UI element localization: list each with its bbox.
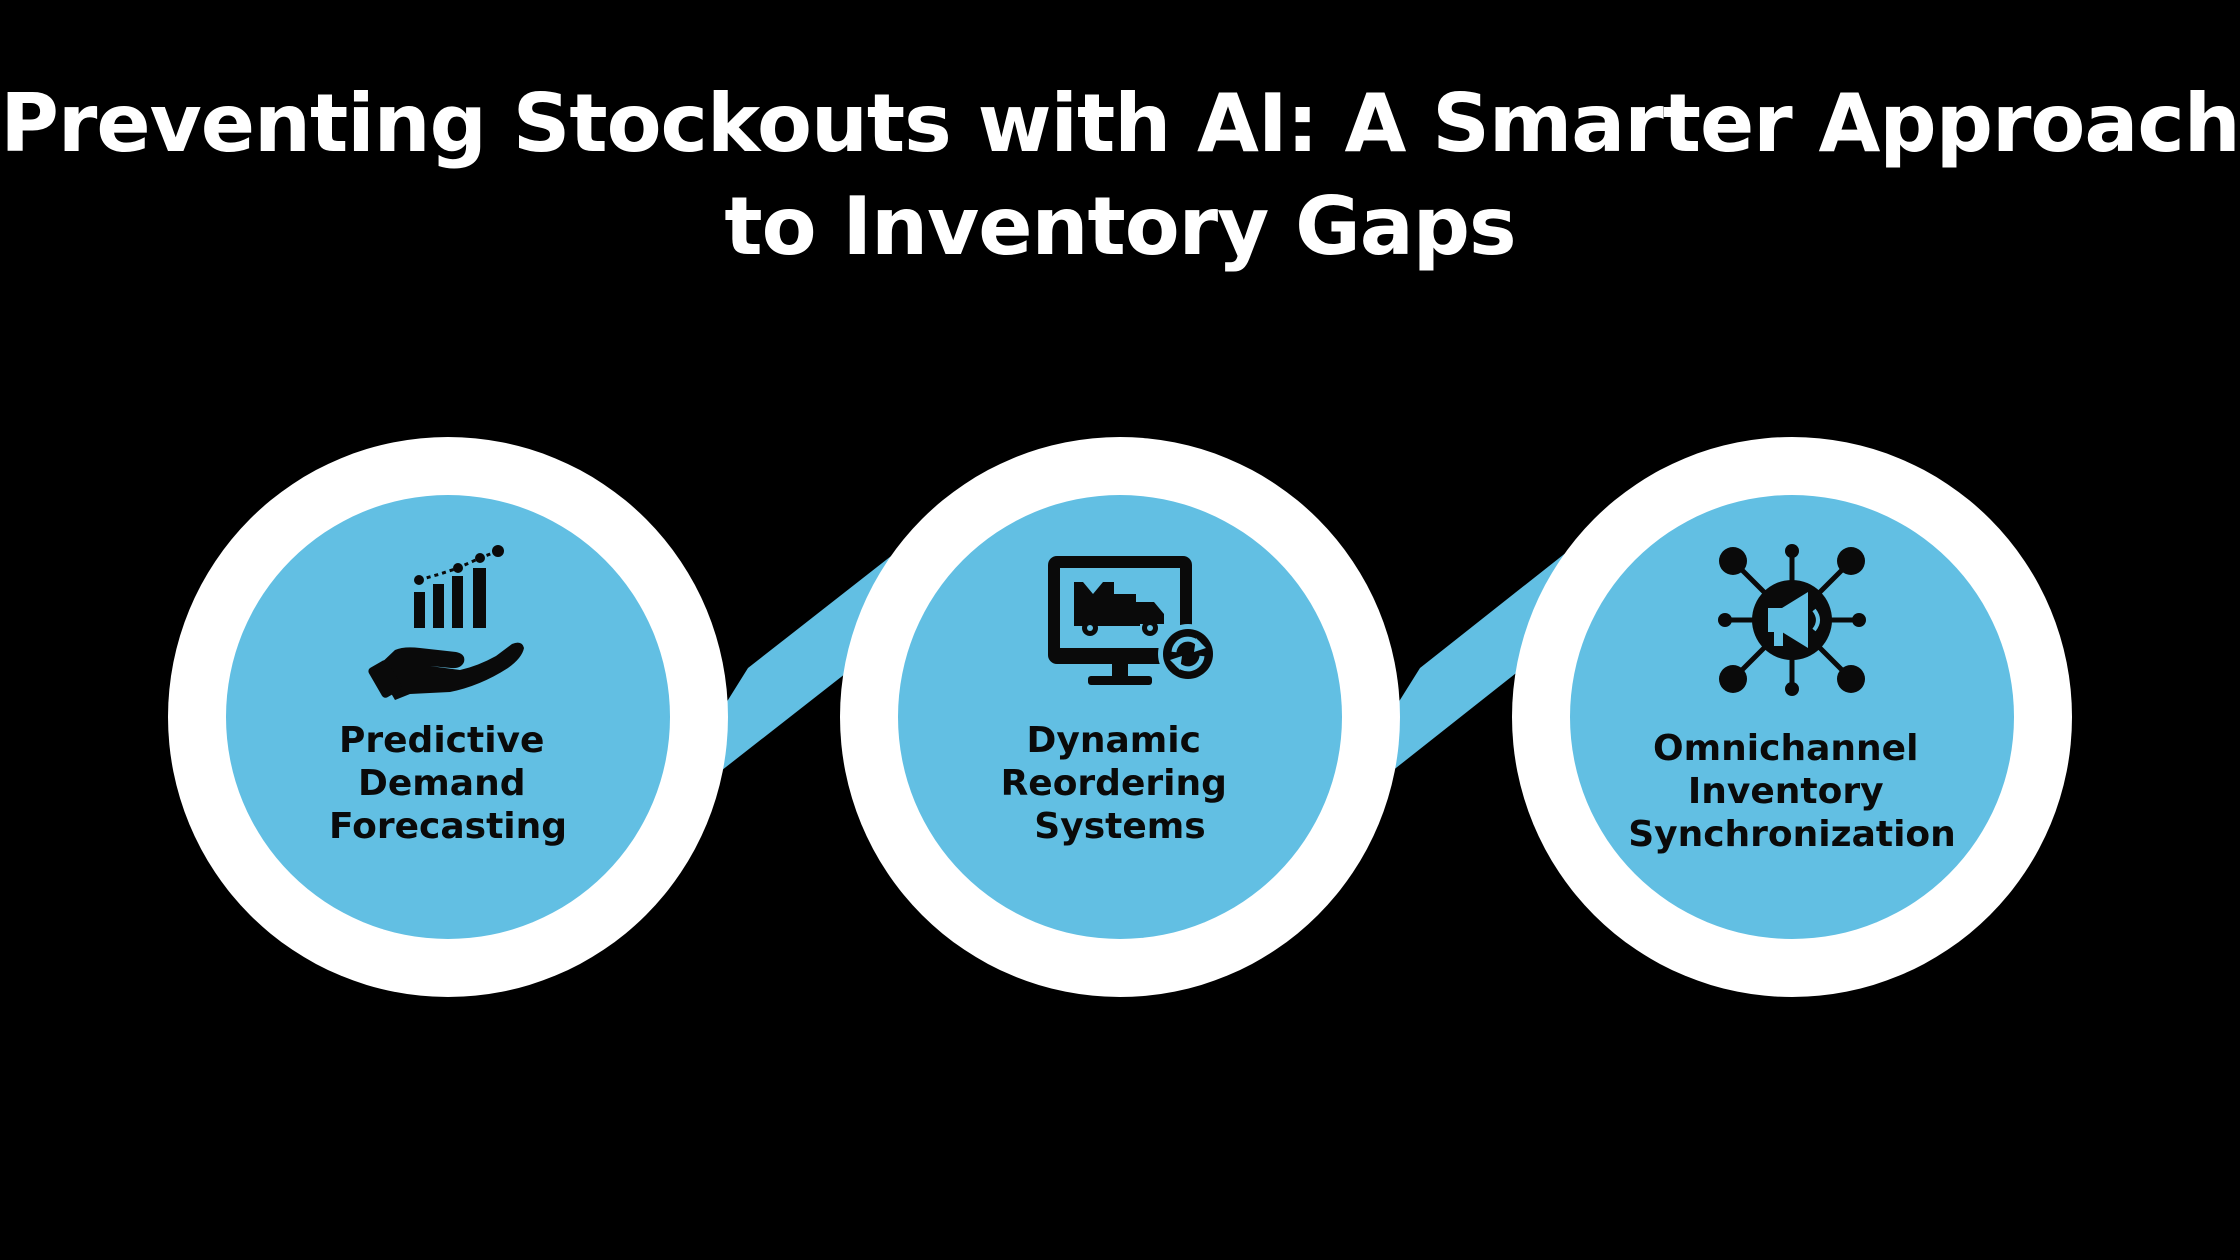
step-1: Predictive Demand Forecasting (168, 437, 728, 997)
step-1-inner-disc (226, 495, 670, 939)
step-2: Dynamic Reordering Systems (840, 437, 1400, 997)
network-megaphone-icon (1718, 544, 1866, 696)
step-3: Omnichannel Inventory Synchronization (1512, 437, 2072, 997)
step-2-label-line-3: Systems (1034, 806, 1205, 847)
step-2-label: Dynamic Reordering Systems (1001, 720, 1240, 847)
step-2-label-line-1: Dynamic (1026, 720, 1200, 761)
hand-chart-icon (368, 545, 524, 700)
step-3-label-line-3: Synchronization (1628, 814, 1956, 855)
step-1-label-line-3: Forecasting (329, 806, 567, 847)
page-title: Preventing Stockouts with AI: A Smarter … (0, 72, 2240, 278)
monitor-delivery-truck-icon (1048, 556, 1218, 685)
step-1-label: Predictive Demand Forecasting (329, 720, 567, 847)
step-2-label-line-2: Reordering (1001, 763, 1227, 804)
step-1-label-line-2: Demand (358, 763, 526, 804)
step-3-label-line-1: Omnichannel (1653, 728, 1918, 769)
step-3-label: Omnichannel Inventory Synchronization (1628, 728, 1956, 855)
title-line-2: to Inventory Gaps (724, 180, 1516, 273)
step-3-inner-disc (1570, 495, 2014, 939)
step-2-inner-disc (898, 495, 1342, 939)
step-1-label-line-1: Predictive (339, 720, 544, 761)
step-3-label-line-2: Inventory (1688, 771, 1884, 812)
title-line-1: Preventing Stockouts with AI: A Smarter … (0, 77, 2240, 170)
